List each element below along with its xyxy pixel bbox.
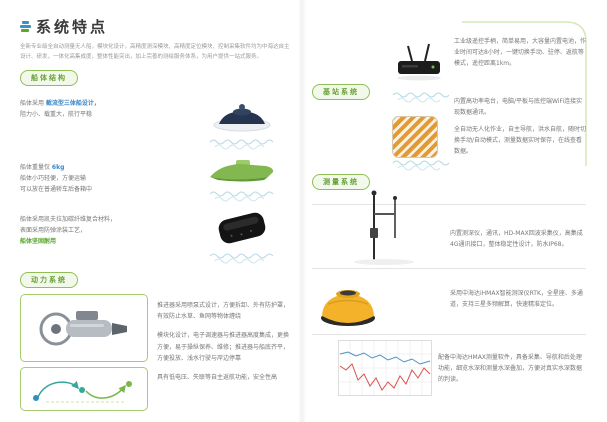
power-system-block: 推进器采用喷泵式设计，方便拆卸、外有防护罩，有效防止水草、鱼网等物体缠绕 模块化… bbox=[20, 294, 292, 412]
page-title-row: 系统特点 bbox=[20, 16, 292, 37]
feature-highlight: 6kg bbox=[51, 164, 65, 172]
feature-line: 船体重量仅 6kg bbox=[20, 162, 192, 173]
remote-controller-illustration bbox=[392, 42, 452, 103]
wave-decoration-icon bbox=[392, 92, 450, 103]
feature-hull-material: 船体采用凯夫拉加碳纤维复合材料， 表面采用防弹涂装工艺， 船体坚固耐用 bbox=[20, 207, 292, 264]
feature-hull-design: 船体采用 截流型三体船设计， 阻力小、载重大，航行平稳 bbox=[20, 91, 292, 150]
badge-hull-structure: 船体结构 bbox=[20, 70, 78, 87]
base-item-2: 内置高功率电台，电脑/平板与底控端WiFi连接实现数据通讯。 bbox=[454, 98, 583, 117]
thruster-photo bbox=[20, 294, 148, 363]
badge-power-system: 动力系统 bbox=[20, 272, 78, 289]
base-item-1: 工业级遥控手柄，简单易用，大容量内置电池，作业时间可达8小时，一键切换手动、驻停… bbox=[454, 38, 587, 68]
wave-decoration-icon bbox=[209, 253, 274, 264]
section-divider bbox=[312, 204, 586, 205]
sounder-antenna-illustration bbox=[340, 188, 430, 270]
intro-text: 全新专业级全自动测量无人船，模块化设计，高精度测深模块、高精度定位模块、控制采集… bbox=[20, 44, 290, 60]
return-flow-diagram bbox=[20, 367, 148, 412]
measure-item-2: 采用中海达iHMAX智能测深仪RTK，全星座、多通道，支持三星多频解算，快速精准… bbox=[450, 290, 583, 309]
depth-chart-illustration bbox=[338, 340, 432, 400]
section-divider bbox=[312, 268, 586, 269]
green-hull-icon bbox=[210, 160, 274, 182]
feature-line: 表面采用防弹涂装工艺， bbox=[20, 227, 87, 235]
depth-chart-icon bbox=[338, 340, 432, 396]
controller-icon bbox=[397, 43, 441, 81]
measure-item-1: 内置测深仪，通讯，HD-MAX回波采集仪，高集成4G通讯接口，整体稳定性设计，防… bbox=[450, 230, 583, 249]
wave-decoration-icon bbox=[209, 139, 274, 150]
feature-prefix: 船体重量仅 bbox=[20, 164, 52, 172]
antenna-material-illustration bbox=[392, 116, 452, 171]
feature-line: 船体采用 截流型三体船设计， bbox=[20, 98, 192, 109]
flow-diagram-icon bbox=[33, 381, 132, 403]
feature-hull-design-text: 船体采用 截流型三体船设计， 阻力小、载重大，航行平稳 bbox=[20, 91, 192, 120]
section-bars-icon bbox=[20, 21, 31, 32]
power-texts: 推进器采用喷泵式设计，方便拆卸、外有防护罩，有效防止水草、鱼网等物体缠绕 模块化… bbox=[157, 294, 292, 411]
badge-base-system: 基站系统 bbox=[312, 84, 370, 100]
kevlar-swatch-icon bbox=[218, 212, 266, 244]
feature-prefix: 船体采用 bbox=[20, 100, 46, 108]
page-left: 系统特点 全新专业级全自动测量无人船，模块化设计，高精度测深模块、高精度定位模块… bbox=[20, 16, 292, 412]
base-item-3: 全自动无人化作业，自主导航，洪水自航，随时切换手动/自动模式，测量数据实时保存，… bbox=[454, 126, 587, 156]
orange-weave-icon bbox=[392, 116, 438, 158]
wave-decoration-icon bbox=[209, 191, 274, 202]
feature-hull-weight: 船体重量仅 6kg 船体小巧轻便，方便运输 可以放在普通轿车后备箱中 bbox=[20, 155, 292, 202]
page-fold bbox=[298, 0, 306, 422]
feature-line: 可以放在普通轿车后备箱中 bbox=[20, 186, 93, 194]
feature-hull-material-text: 船体采用凯夫拉加碳纤维复合材料， 表面采用防弹涂装工艺， 船体坚固耐用 bbox=[20, 207, 192, 247]
feature-line: 船体小巧轻便，方便运输 bbox=[20, 175, 87, 183]
section-divider bbox=[312, 334, 586, 335]
wave-decoration-icon bbox=[392, 160, 450, 171]
trimaran-hull-icon bbox=[213, 104, 271, 132]
feature-line: 阻力小、载重大，航行平稳 bbox=[20, 111, 93, 119]
thruster-icon bbox=[39, 311, 127, 346]
feature-highlight: 截流型三体船设计， bbox=[45, 100, 100, 108]
badge-measure-system: 测量系统 bbox=[312, 174, 370, 190]
power-item: 推进器采用喷泵式设计，方便拆卸、外有防护罩，有效防止水草、鱼网等物体缠绕 bbox=[157, 302, 290, 321]
trimaran-hull-illustration bbox=[192, 91, 292, 150]
power-figures bbox=[20, 294, 148, 412]
feature-line: 船体采用凯夫拉加碳纤维复合材料， bbox=[20, 216, 117, 224]
page-right: 工业级遥控手柄，简单易用，大容量内置电池，作业时间可达8小时，一键切换手动、驻停… bbox=[312, 16, 590, 410]
gnss-receiver-icon bbox=[321, 290, 375, 326]
feature-hull-weight-text: 船体重量仅 6kg 船体小巧轻便，方便运输 可以放在普通轿车后备箱中 bbox=[20, 155, 192, 195]
feature-highlight: 船体坚固耐用 bbox=[20, 238, 57, 246]
power-item: 模块化设计，电子调速器与推进器高度集成，更换方便，易于操纵保养、维修；推进器与船… bbox=[157, 332, 290, 362]
gnss-receiver-illustration bbox=[316, 274, 380, 334]
hull-side-illustration bbox=[192, 155, 292, 202]
kevlar-material-illustration bbox=[192, 207, 292, 264]
antenna-pole-icon bbox=[354, 190, 414, 265]
power-item: 具有低电压、失联等自主返航功能，安全性高 bbox=[157, 373, 278, 381]
measure-item-3: 配备中海达HMAX测量软件，具备采集、导航和后处理功能，细览水深和测量水深叠加，… bbox=[438, 354, 583, 384]
page-title: 系统特点 bbox=[36, 18, 109, 36]
